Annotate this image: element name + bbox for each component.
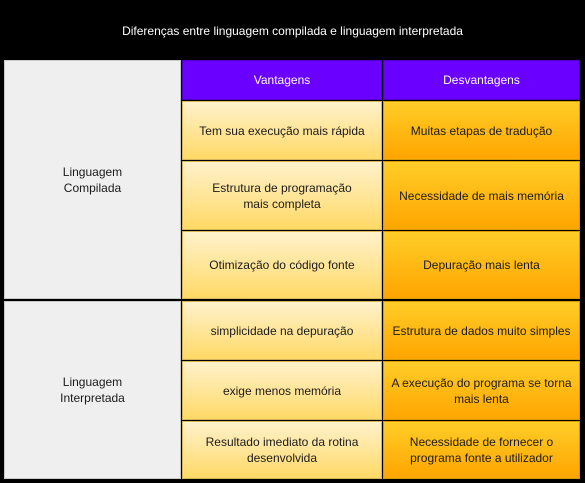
interpreted-disadvantage-2: A execução do programa se torna mais len… (383, 361, 580, 420)
compiled-advantage-3: Otimização do código fonte (182, 231, 382, 299)
compiled-disadvantage-3: Depuração mais lenta (383, 231, 580, 299)
group-label-interpreted: Linguagem Interpretada (4, 301, 181, 479)
interpreted-advantage-2: exige menos memória (182, 361, 382, 420)
compiled-disadvantage-1: Muitas etapas de tradução (383, 101, 580, 160)
interpreted-disadvantage-1: Estrutura de dados muito simples (383, 301, 580, 360)
table-title: Diferenças entre linguagem compilada e l… (3, 3, 582, 59)
header-advantages: Vantagens (182, 60, 382, 100)
compiled-advantage-2: Estrutura de programação mais completa (182, 161, 382, 230)
header-disadvantages: Desvantagens (383, 60, 580, 100)
interpreted-advantage-3: Resultado imediato da rotina desenvolvid… (182, 421, 382, 479)
compiled-advantage-1: Tem sua execução mais rápida (182, 101, 382, 160)
interpreted-advantage-1: simplicidade na depuração (182, 301, 382, 360)
interpreted-disadvantage-3: Necessidade de fornecer o programa fonte… (383, 421, 580, 479)
compiled-disadvantage-2: Necessidade de mais memória (383, 161, 580, 230)
group-label-compiled: Linguagem Compilada (4, 60, 181, 299)
